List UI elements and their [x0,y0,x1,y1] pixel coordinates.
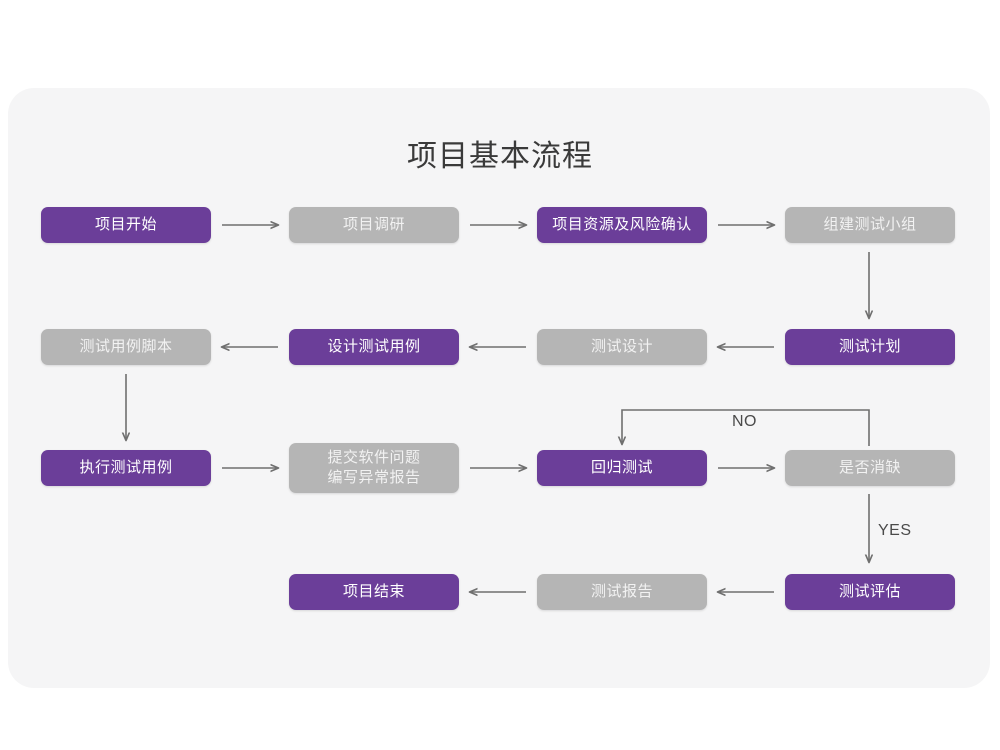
node-project-start[interactable]: 项目开始 [41,207,211,243]
node-resource-risk-confirm[interactable]: 项目资源及风险确认 [537,207,707,243]
node-test-plan[interactable]: 测试计划 [785,329,955,365]
node-execute-test-cases[interactable]: 执行测试用例 [41,450,211,486]
node-test-case-script[interactable]: 测试用例脚本 [41,329,211,365]
node-design-test-cases[interactable]: 设计测试用例 [289,329,459,365]
edge-label-no: NO [732,413,757,430]
node-test-evaluation[interactable]: 测试评估 [785,574,955,610]
page-title: 项目基本流程 [407,140,593,173]
node-test-report[interactable]: 测试报告 [537,574,707,610]
edge-label-yes: YES [878,522,912,539]
node-defect-cleared[interactable]: 是否消缺 [785,450,955,486]
node-regression-test[interactable]: 回归测试 [537,450,707,486]
node-project-end[interactable]: 项目结束 [289,574,459,610]
node-project-research[interactable]: 项目调研 [289,207,459,243]
node-test-design[interactable]: 测试设计 [537,329,707,365]
node-submit-defects-report[interactable]: 提交软件问题 编写异常报告 [289,443,459,493]
node-form-test-team[interactable]: 组建测试小组 [785,207,955,243]
